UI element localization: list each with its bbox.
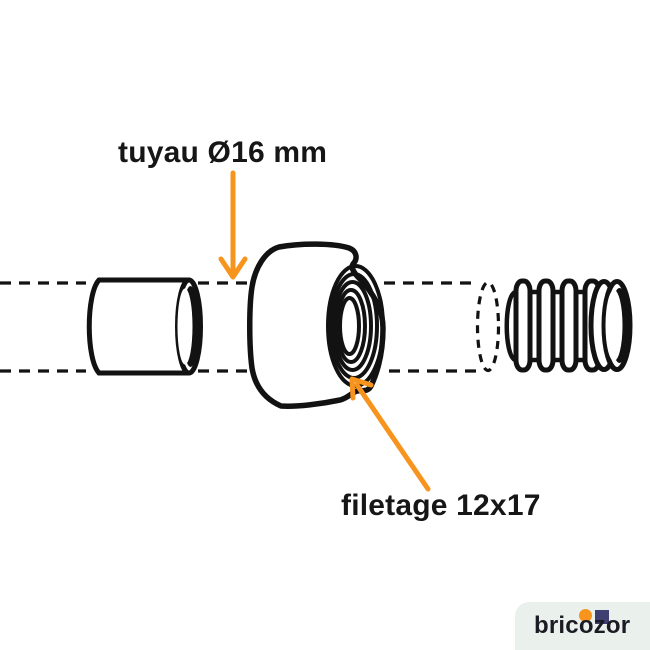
logo-dot-icon bbox=[579, 609, 592, 622]
dashed-pipe-outline bbox=[0, 281, 477, 373]
barb-connector bbox=[504, 278, 633, 373]
pipe-sleeve bbox=[86, 277, 203, 376]
brand-badge: bricozor bbox=[515, 602, 650, 650]
pipe-diameter-label: tuyau Ø16 mm bbox=[118, 136, 328, 169]
logo-square-icon bbox=[595, 610, 609, 624]
dashed-pipe-end-ellipse bbox=[475, 280, 501, 373]
diagonal-arrow-icon bbox=[349, 376, 431, 492]
thread-size-label: filetage 12x17 bbox=[341, 489, 541, 522]
brand-name: bricozor bbox=[534, 612, 631, 639]
down-arrow-icon bbox=[218, 170, 248, 280]
